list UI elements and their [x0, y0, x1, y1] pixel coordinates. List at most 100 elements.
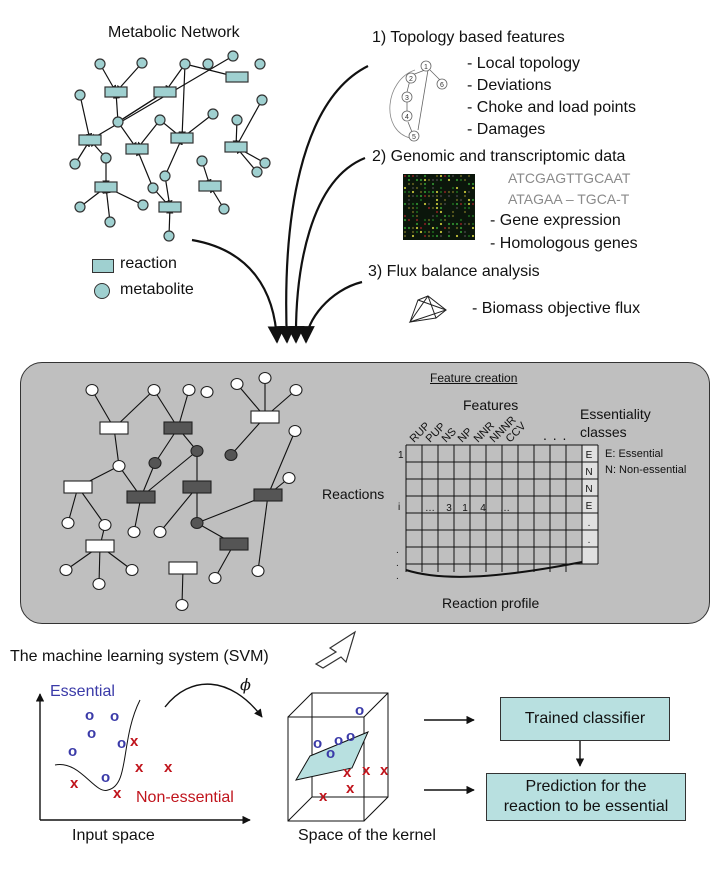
microarray-spot	[423, 190, 427, 194]
genomic-item: - Gene expression	[490, 212, 621, 229]
microarray-spot	[439, 178, 443, 182]
metabolite-node	[254, 58, 266, 70]
microarray-spot	[443, 202, 447, 206]
essential-point: o	[101, 769, 110, 786]
panel-edge	[257, 494, 271, 572]
microarray-spot	[411, 202, 415, 206]
input-space-label: Input space	[72, 827, 155, 844]
microarray-spot	[455, 186, 459, 190]
microarray-spot	[459, 218, 463, 222]
nonessential-point: x	[319, 788, 328, 805]
microarray-spot	[447, 222, 451, 226]
feature-item: - Damages	[467, 121, 546, 138]
microarray-spot	[455, 206, 459, 210]
panel-metabolite	[251, 564, 265, 578]
network-edge	[164, 137, 183, 177]
reaction-node	[198, 180, 222, 192]
microarray-spot	[455, 234, 459, 238]
microarray-spot	[403, 214, 407, 218]
class-cell: .	[588, 535, 591, 546]
microarray-spot	[415, 214, 419, 218]
microarray-spot	[411, 206, 415, 210]
microarray-spot	[463, 194, 467, 198]
microarray-spot	[451, 222, 455, 226]
prediction-line-2: reaction to be essential	[503, 798, 669, 815]
fba-title: 3) Flux balance analysis	[368, 263, 540, 280]
microarray-spot	[407, 202, 411, 206]
metabolite-node	[179, 58, 191, 70]
microarray-spot	[427, 190, 431, 194]
microarray-spot	[459, 222, 463, 226]
microarray-spot	[415, 226, 419, 230]
sequence-1: ATCGAGTTGCAAT	[508, 170, 631, 186]
microarray-spot	[427, 230, 431, 234]
panel-metabolite	[125, 563, 139, 577]
panel-reaction	[163, 421, 193, 435]
microarray-spot	[431, 218, 435, 222]
microarray-spot	[467, 222, 471, 226]
panel-metabolite	[190, 444, 204, 458]
microarray-spot	[455, 202, 459, 206]
microarray-spot	[443, 226, 447, 230]
microarray-spot	[411, 190, 415, 194]
metabolite-legend-swatch	[94, 283, 110, 299]
nonessential-point: x	[346, 780, 355, 797]
microarray-spot	[407, 218, 411, 222]
microarray-spot	[431, 182, 435, 186]
microarray-spot	[459, 174, 463, 178]
microarray-spot	[471, 186, 475, 190]
microarray-spot	[471, 202, 475, 206]
microarray-spot	[471, 198, 475, 202]
microarray-spot	[471, 234, 475, 238]
microarray-spot	[447, 234, 451, 238]
microarray-spot	[427, 218, 431, 222]
microarray-spot	[423, 218, 427, 222]
panel-reaction	[99, 421, 129, 435]
microarray-spot	[439, 210, 443, 214]
matrix-cell: …	[425, 503, 435, 514]
microarray-spot	[419, 194, 423, 198]
reactions-label: Reactions	[322, 486, 385, 502]
microarray-spot	[455, 222, 459, 226]
svg-text:.: .	[396, 545, 399, 556]
essential-point: o	[334, 732, 343, 749]
panel-metabolite	[288, 424, 302, 438]
topology-title: 1) Topology based features	[372, 29, 565, 46]
metabolite-node	[104, 216, 116, 228]
kernel-space-label: Space of the kernel	[298, 827, 436, 844]
microarray-spot	[447, 194, 451, 198]
microarray-spot	[415, 194, 419, 198]
microarray-spot	[439, 190, 443, 194]
microarray-spot	[467, 202, 471, 206]
microarray-spot	[467, 206, 471, 210]
microarray-spot	[423, 202, 427, 206]
metabolite-node	[137, 199, 149, 211]
microarray-spot	[439, 174, 443, 178]
microarray-spot	[403, 174, 407, 178]
reaction-node	[153, 86, 177, 98]
essentiality-title-2: classes	[580, 424, 627, 440]
microarray-spot	[423, 194, 427, 198]
microarray-spot	[407, 226, 411, 230]
microarray-spot	[471, 182, 475, 186]
nonessential-point: x	[380, 762, 389, 779]
metabolite-node	[196, 155, 208, 167]
reaction-node	[94, 181, 118, 193]
microarray-spot	[415, 202, 419, 206]
microarray-spot	[443, 218, 447, 222]
microarray-spot	[467, 234, 471, 238]
microarray-spot	[439, 218, 443, 222]
microarray-spot	[435, 174, 439, 178]
fba-item: - Biomass objective flux	[472, 300, 641, 317]
microarray-spot	[435, 206, 439, 210]
essential-label: Essential	[50, 683, 115, 700]
microarray-spot	[435, 178, 439, 182]
feature-item: - Choke and load points	[467, 99, 636, 116]
microarray-spot	[423, 234, 427, 238]
microarray-spot	[407, 206, 411, 210]
essential-point: o	[117, 735, 126, 752]
microarray-spot	[435, 214, 439, 218]
